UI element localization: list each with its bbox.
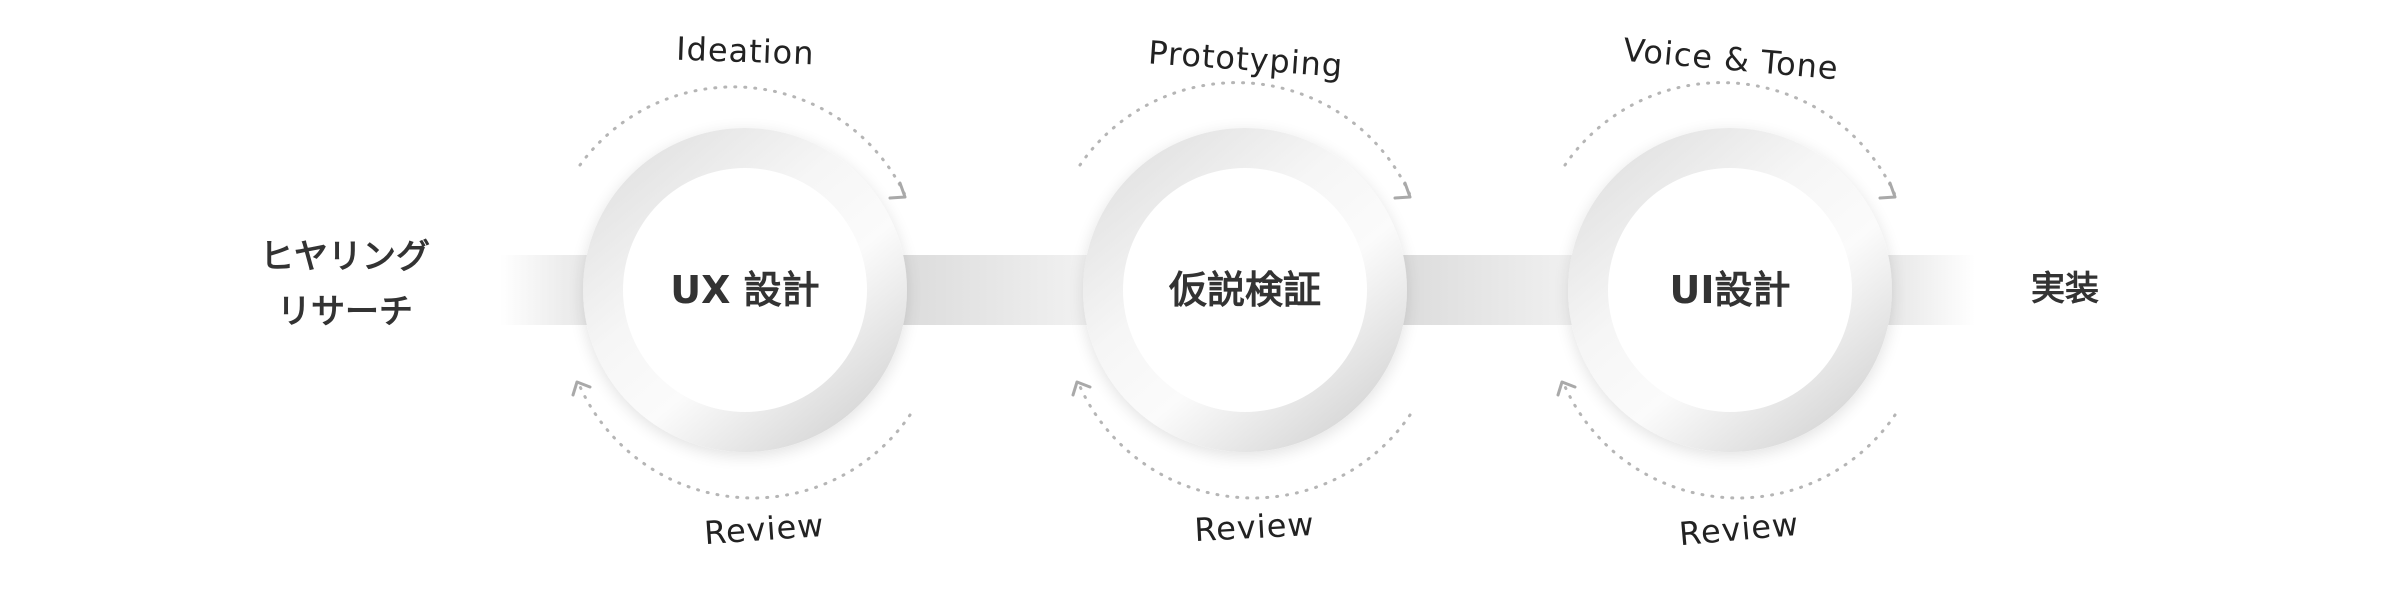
stage-ring-3	[1568, 128, 1892, 452]
arrow-down-icon	[888, 181, 907, 200]
dotted-arc-bottom-3	[1561, 380, 1897, 500]
start-label-line2: リサーチ	[277, 292, 413, 332]
arc-label-top-1: Ideation	[676, 30, 816, 73]
arrow-down-icon	[1393, 181, 1412, 200]
arc-label-bottom-3: Review	[1678, 505, 1801, 553]
arrow-up-icon	[571, 380, 592, 397]
dotted-arc-top-3	[1563, 81, 1897, 197]
dotted-arc-bottom-2	[1076, 380, 1412, 500]
arrow-up-icon	[1071, 380, 1092, 397]
cycle-arrows	[571, 81, 1897, 500]
stage-ring-1	[583, 128, 907, 452]
arc-label-top-2: Prototyping	[1147, 33, 1344, 85]
endpoint-labels: ヒヤリング リサーチ 実装	[260, 237, 2099, 332]
stage-ring-2	[1083, 128, 1407, 452]
stage-label-ui-design: UI設計	[1670, 268, 1791, 312]
arc-label-bottom-2: Review	[1193, 505, 1315, 549]
arrow-down-icon	[1878, 181, 1897, 200]
stage-label-hypothesis-testing: 仮説検証	[1168, 268, 1321, 312]
stage-label-ux-design: UX 設計	[670, 268, 819, 312]
end-label: 実装	[2031, 269, 2099, 309]
dotted-arc-top-2	[1078, 81, 1412, 197]
dotted-arc-bottom-1	[576, 380, 912, 500]
start-label-line1: ヒヤリング	[260, 237, 430, 277]
arc-labels: Ideation Review Prototyping Review Voice…	[676, 30, 1841, 554]
arrow-up-icon	[1556, 380, 1577, 397]
stage-rings	[583, 128, 1892, 452]
arc-label-top-3: Voice & Tone	[1622, 31, 1841, 88]
stage-labels: UX 設計 仮説検証 UI設計	[670, 268, 1790, 312]
arc-label-bottom-1: Review	[703, 506, 826, 552]
